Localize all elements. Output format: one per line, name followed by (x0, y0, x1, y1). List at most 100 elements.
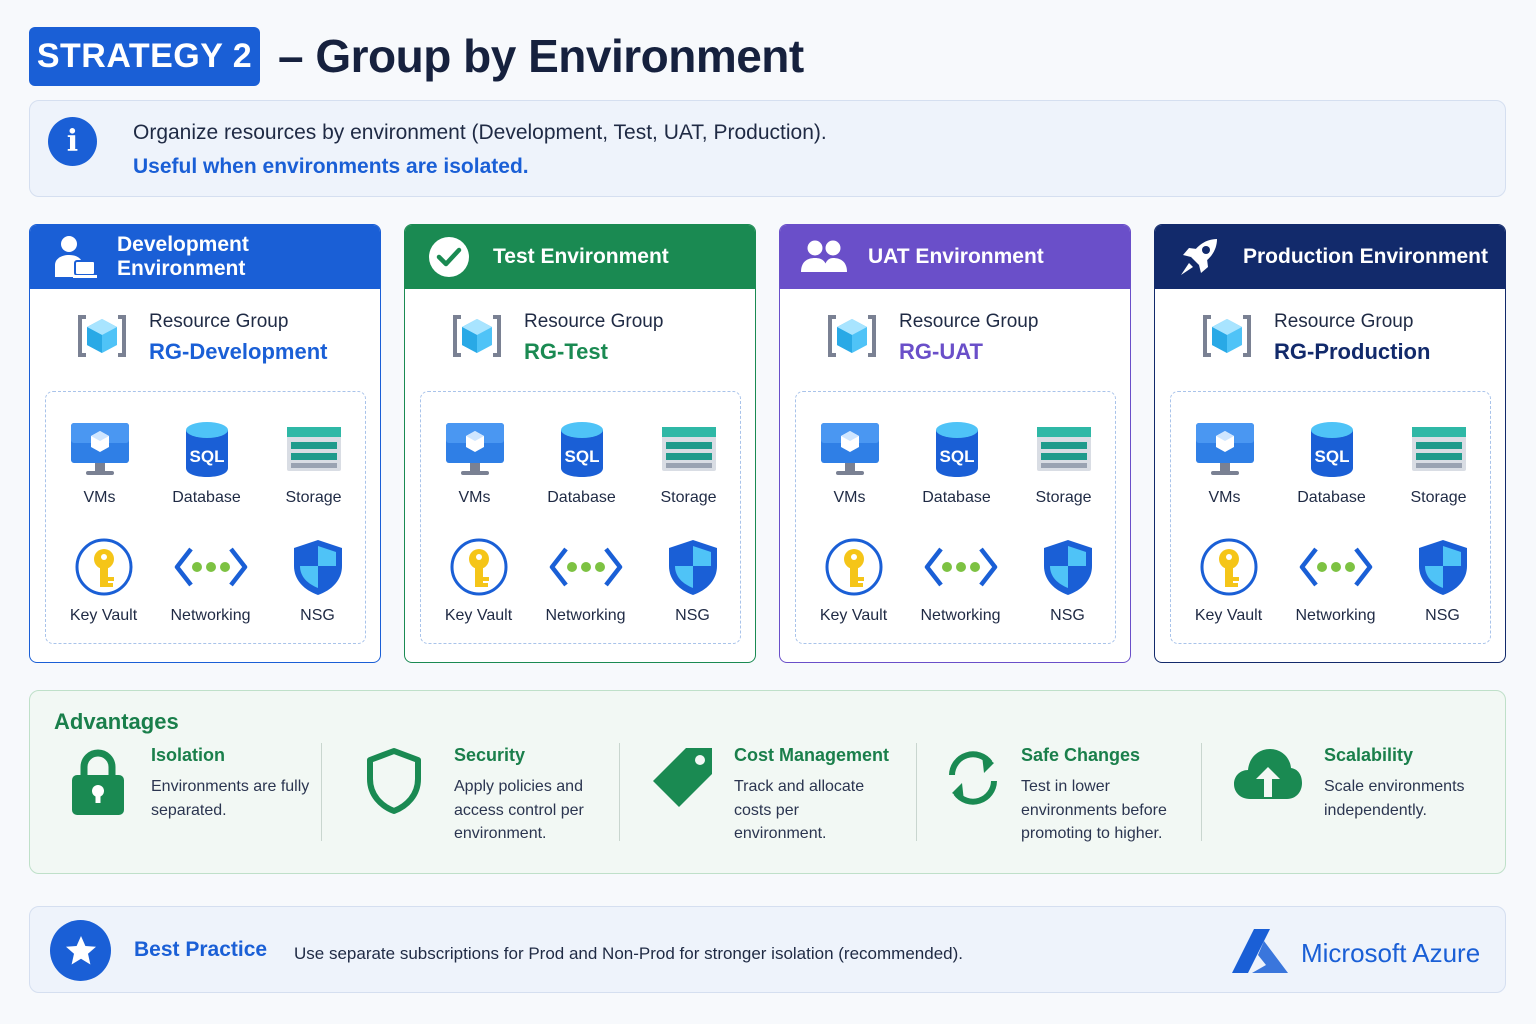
storage-icon (286, 427, 341, 471)
service-key-vault: Key Vault (46, 537, 161, 625)
svg-text:SQL: SQL (1314, 447, 1349, 466)
advantage-desc: Apply policies and access control per en… (454, 778, 584, 842)
divider (1201, 743, 1202, 841)
storage-icon (1036, 427, 1091, 471)
service-storage: Storage (635, 419, 742, 507)
resource-group-row: Resource Group RG-Development (30, 289, 380, 389)
star-icon (50, 920, 111, 981)
service-label: Key Vault (1194, 607, 1263, 624)
tag-icon (653, 748, 712, 807)
environment-card: Development Environment Resource Group R… (29, 224, 381, 663)
networking-icon (924, 547, 997, 587)
service-label: Database (922, 489, 991, 506)
storage-icon (661, 427, 716, 471)
resource-group-name: RG-Test (524, 339, 608, 364)
service-networking: Networking (1278, 537, 1393, 625)
service-nsg: NSG (1010, 537, 1125, 625)
info-note: Useful when environments are isolated. (133, 155, 529, 178)
service-label: NSG (1050, 607, 1085, 624)
advantage-desc: Track and allocate costs per environment… (734, 778, 865, 842)
service-nsg: NSG (260, 537, 375, 625)
environment-card: Test Environment Resource Group RG-Test … (404, 224, 756, 663)
nsg-shield-icon (668, 540, 717, 595)
service-database: SQL Database (903, 419, 1010, 507)
networking-icon (1299, 547, 1372, 587)
environment-header: Test Environment (405, 225, 755, 289)
nsg-shield-icon (293, 540, 342, 595)
resource-group-icon (449, 311, 505, 366)
service-label: NSG (675, 607, 710, 624)
service-label: Storage (285, 489, 342, 506)
service-label: Database (172, 489, 241, 506)
refresh-icon (949, 751, 997, 805)
advantage-title: Cost Management (734, 745, 890, 765)
service-database: SQL Database (1278, 419, 1385, 507)
networking-icon (174, 547, 247, 587)
resource-group-row: Resource Group RG-Production (1155, 289, 1505, 389)
resource-group-name: RG-UAT (899, 339, 983, 364)
nsg-shield-icon (1418, 540, 1467, 595)
service-key-vault: Key Vault (421, 537, 536, 625)
advantage-title: Scalability (1324, 745, 1414, 765)
advantage-title: Security (454, 745, 526, 765)
key-vault-icon (1200, 538, 1257, 596)
service-storage: Storage (1010, 419, 1117, 507)
service-label: VMs (1208, 489, 1241, 506)
service-label: Database (1297, 489, 1366, 506)
service-label: Key Vault (819, 607, 888, 624)
environment-header: Development Environment (30, 225, 380, 289)
networking-icon (549, 547, 622, 587)
users-icon (780, 240, 868, 274)
azure-logo-icon (1232, 929, 1288, 973)
resource-group-icon (1199, 311, 1255, 366)
vm-icon (445, 423, 504, 475)
svg-text:SQL: SQL (189, 447, 224, 466)
resource-group-name: RG-Development (149, 339, 328, 364)
service-label: Storage (1410, 489, 1467, 506)
service-nsg: NSG (635, 537, 750, 625)
service-vms: VMs (1171, 419, 1278, 507)
resource-group-row: Resource Group RG-UAT (780, 289, 1130, 389)
resource-group-icon (74, 311, 130, 366)
service-storage: Storage (260, 419, 367, 507)
environment-header: UAT Environment (780, 225, 1130, 289)
service-storage: Storage (1385, 419, 1492, 507)
advantages-panel: Advantages Isolation Environments are fu… (29, 690, 1506, 874)
resource-group-name: RG-Production (1274, 339, 1431, 364)
environment-title: Production Environment (1243, 245, 1489, 268)
resource-group-label: Resource Group (899, 311, 1039, 332)
service-label: Storage (660, 489, 717, 506)
service-vms: VMs (46, 419, 153, 507)
sql-database-icon: SQL (185, 422, 228, 477)
info-box: i Organize resources by environment (Dev… (29, 100, 1506, 197)
services-grid: VMs SQL Database Storage (1170, 391, 1491, 644)
service-networking: Networking (528, 537, 643, 625)
environment-card: Production Environment Resource Group RG… (1154, 224, 1506, 663)
resource-group-icon (824, 311, 880, 366)
service-networking: Networking (903, 537, 1018, 625)
environment-card: UAT Environment Resource Group RG-UAT VM… (779, 224, 1131, 663)
info-description: Organize resources by environment (Devel… (133, 121, 827, 144)
service-label: Networking (920, 607, 1001, 624)
service-label: Networking (545, 607, 626, 624)
service-nsg: NSG (1385, 537, 1500, 625)
page-title: – Group by Environment (278, 30, 804, 82)
service-key-vault: Key Vault (796, 537, 911, 625)
sql-database-icon: SQL (1310, 422, 1353, 477)
advantage-title: Isolation (151, 745, 226, 765)
resource-group-label: Resource Group (524, 311, 664, 332)
resource-group-row: Resource Group RG-Test (405, 289, 755, 389)
key-vault-icon (75, 538, 132, 596)
info-icon: i (48, 117, 97, 166)
environment-title: Test Environment (493, 245, 669, 268)
service-database: SQL Database (528, 419, 635, 507)
key-vault-icon (450, 538, 507, 596)
advantage-desc: Test in lower environments before promot… (1021, 778, 1167, 842)
storage-icon (1411, 427, 1466, 471)
service-database: SQL Database (153, 419, 260, 507)
sql-database-icon: SQL (935, 422, 978, 477)
check-circle-icon (405, 236, 493, 278)
service-label: NSG (300, 607, 335, 624)
service-label: Storage (1035, 489, 1092, 506)
service-key-vault: Key Vault (1171, 537, 1286, 625)
